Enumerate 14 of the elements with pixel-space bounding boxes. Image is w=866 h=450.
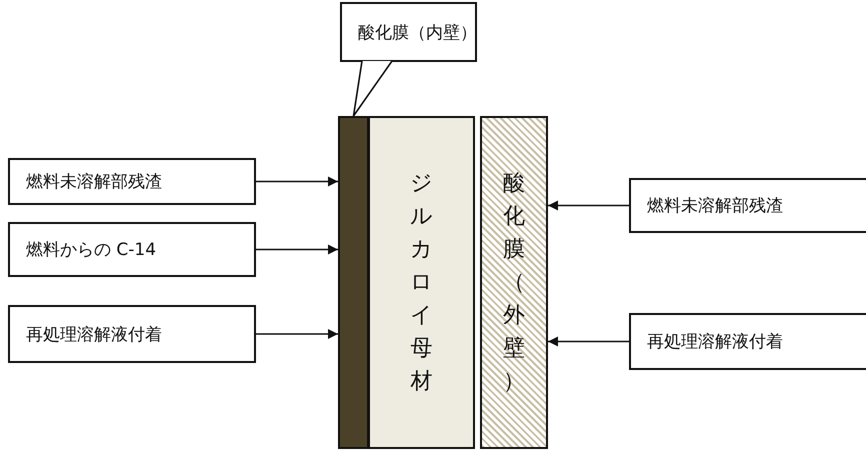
- source-box: 燃料未溶解部残渣: [629, 178, 866, 233]
- arrow: [548, 336, 629, 346]
- source-box: 燃料未溶解部残渣: [8, 158, 256, 205]
- callout-tail: [352, 60, 393, 117]
- source-box: 再処理溶解液付着: [8, 305, 256, 363]
- arrow: [256, 176, 338, 186]
- arrow: [256, 329, 338, 339]
- oxide-layer-bar: [338, 116, 369, 449]
- source-box: 燃料からの C-14: [8, 222, 256, 277]
- outer-oxide-layer: 酸化膜（外壁）: [480, 116, 548, 449]
- arrow: [548, 200, 629, 210]
- base-metal-layer: ジルカロイ母材: [368, 116, 475, 449]
- arrow: [256, 244, 338, 254]
- source-box: 再処理溶解液付着: [629, 313, 866, 370]
